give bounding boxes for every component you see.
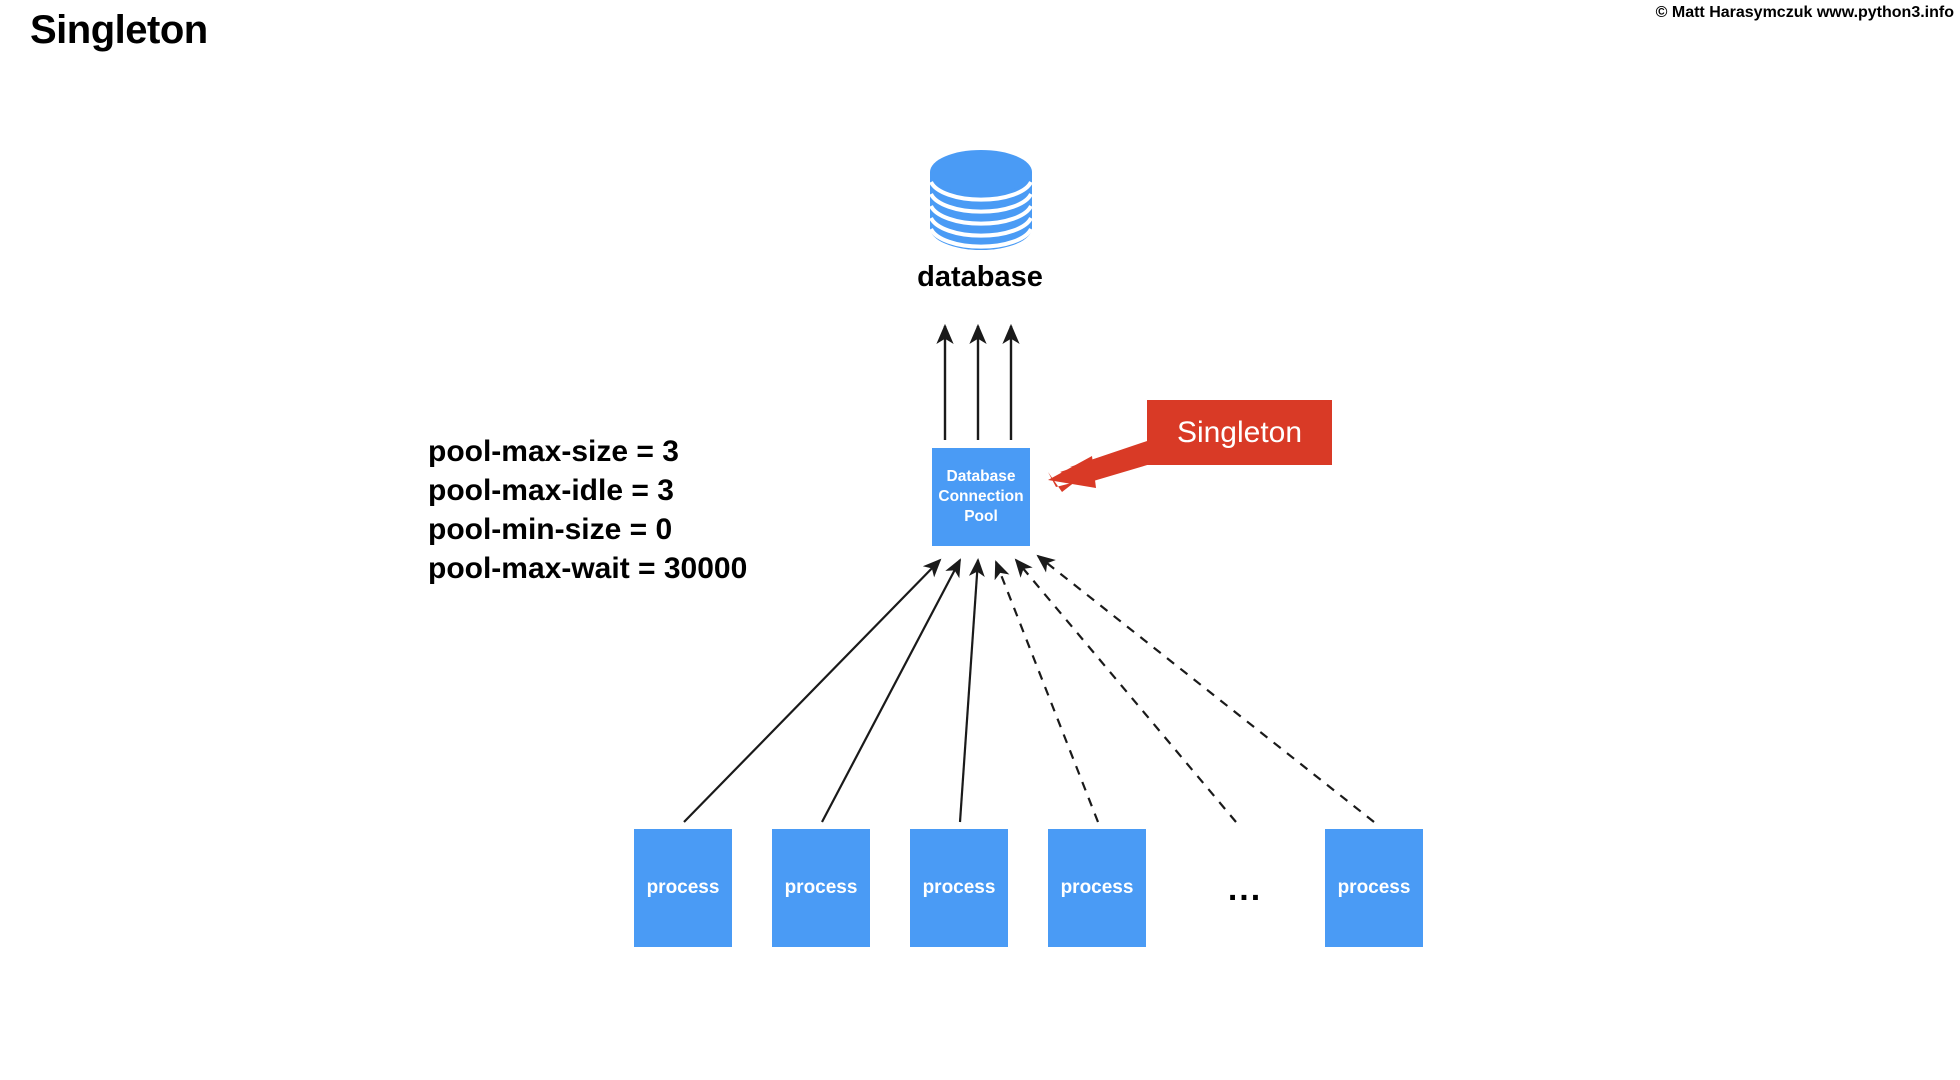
pool-node-label: Database Connection Pool — [938, 468, 1024, 525]
process-node-label: process — [1337, 877, 1411, 898]
process-to-pool-arrows-solid — [683, 558, 985, 823]
ellipsis-indicator: ... — [1227, 870, 1263, 908]
config-line-pool-max-idle: pool-max-idle = 3 — [428, 474, 674, 507]
process-node-1[interactable]: process — [634, 829, 732, 947]
page-title: Singleton — [30, 8, 208, 52]
process-node-label: process — [922, 877, 996, 898]
process-node-2[interactable]: process — [772, 829, 870, 947]
database-connection-pool-node[interactable]: Database Connection Pool — [932, 448, 1030, 546]
config-line-pool-min-size: pool-min-size = 0 — [428, 513, 673, 546]
process-node-5[interactable]: process — [1325, 829, 1423, 947]
process-node-label: process — [1060, 877, 1134, 898]
config-line-pool-max-wait: pool-max-wait = 30000 — [428, 552, 748, 585]
pool-config-text-block: pool-max-size = 3 pool-max-idle = 3 pool… — [428, 432, 747, 588]
singleton-callout-arrow — [1048, 440, 1154, 492]
process-node-label: process — [646, 877, 720, 898]
database-label: database — [917, 261, 1043, 293]
copyright-notice: © Matt Harasymczuk www.python3.info — [1655, 4, 1954, 21]
process-node-label: process — [784, 877, 858, 898]
process-to-pool-arrows-dashed — [994, 554, 1375, 823]
config-line-pool-max-size: pool-max-size = 3 — [428, 435, 679, 468]
pool-to-database-arrows — [936, 323, 1020, 440]
process-node-4[interactable]: process — [1048, 829, 1146, 947]
singleton-callout-box[interactable]: Singleton — [1147, 400, 1332, 465]
process-node-3[interactable]: process — [910, 829, 1008, 947]
singleton-callout-label: Singleton — [1176, 415, 1303, 449]
database-cylinder-icon — [929, 150, 1033, 250]
